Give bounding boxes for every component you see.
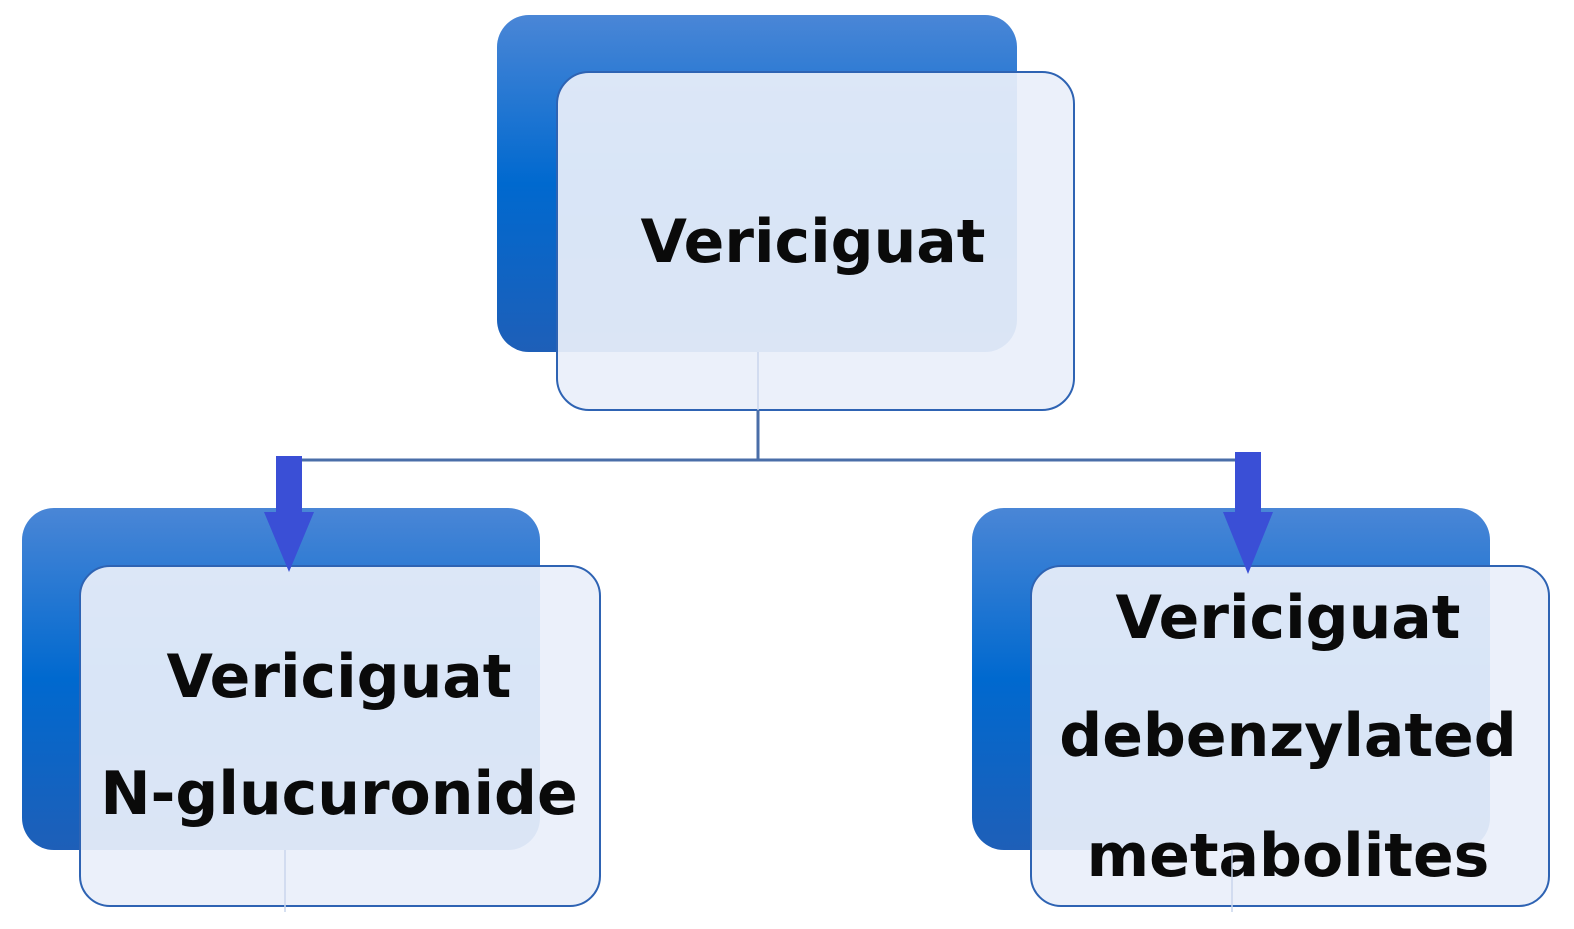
node-child-glucuronide: Vericiguat N-glucuronide <box>22 508 601 907</box>
node-child-debenzylated-front <box>1030 565 1550 907</box>
node-root: Vericiguat <box>497 15 1075 411</box>
node-child-glucuronide-front <box>79 565 601 907</box>
node-root-label-1: Vericiguat <box>641 207 986 277</box>
node-child-glucuronide-label-2: N-glucuronide <box>100 759 577 829</box>
node-child-debenzylated-label-2: debenzylated <box>1059 701 1516 771</box>
arrow-to-glucuronide <box>264 456 314 572</box>
node-child-debenzylated: Vericiguat debenzylated metabolites <box>972 508 1550 907</box>
node-child-debenzylated-label-1: Vericiguat <box>1116 583 1461 653</box>
arrow-to-debenzylated <box>1223 452 1273 574</box>
node-child-glucuronide-label-1: Vericiguat <box>167 642 512 712</box>
node-child-debenzylated-label-3: metabolites <box>1087 821 1490 891</box>
node-root-front <box>556 71 1075 411</box>
